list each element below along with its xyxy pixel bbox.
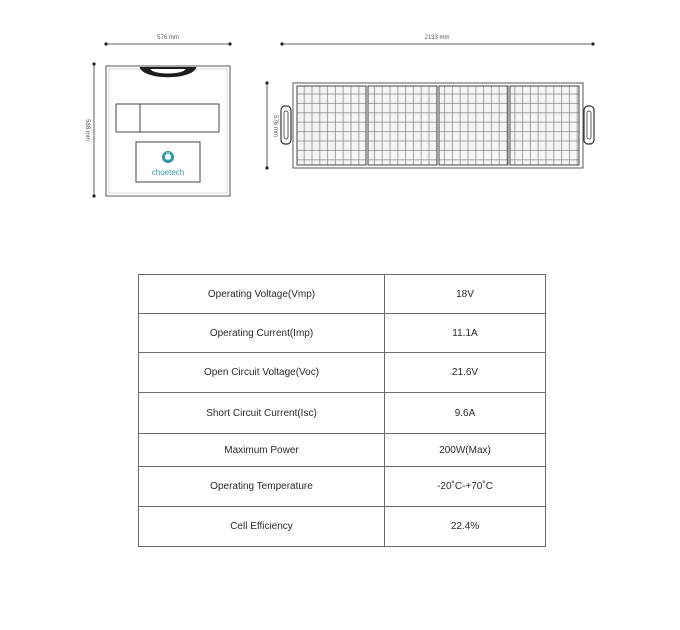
spec-label: Operating Temperature xyxy=(138,466,385,507)
folded-height-label: 588 mm xyxy=(84,119,90,141)
spec-label: Operating Voltage(Vmp) xyxy=(138,274,385,314)
spec-value: 200W(Max) xyxy=(384,433,546,467)
folded-view: 576 mm 588 mm xyxy=(84,35,232,198)
spec-value: -20˚C-+70˚C xyxy=(384,466,546,507)
solar-panel-4 xyxy=(509,85,580,166)
table-row: Operating Voltage(Vmp) 18V xyxy=(138,274,546,314)
folded-height-dimension: 588 mm xyxy=(84,62,96,198)
left-panel-handle xyxy=(280,105,292,145)
table-row: Maximum Power 200W(Max) xyxy=(138,433,546,467)
spec-value: 22.4% xyxy=(384,506,546,547)
spec-value: 11.1A xyxy=(384,313,546,353)
table-row: Open Circuit Voltage(Voc) 21.6V xyxy=(138,352,546,393)
folded-width-dimension: 576 mm xyxy=(104,35,232,46)
spec-label: Short Circuit Current(Isc) xyxy=(138,392,385,434)
specifications-table: Operating Voltage(Vmp) 18V Operating Cur… xyxy=(138,274,546,547)
unfolded-length-dimension: 2133 mm xyxy=(280,35,595,46)
carry-handle xyxy=(139,66,197,78)
folded-width-label: 576 mm xyxy=(157,35,179,41)
spec-value: 21.6V xyxy=(384,352,546,393)
unfolded-height-dimension: 576 mm xyxy=(265,81,278,170)
spec-label: Open Circuit Voltage(Voc) xyxy=(138,352,385,393)
brand-label: choetech xyxy=(135,141,201,183)
table-row: Short Circuit Current(Isc) 9.6A xyxy=(138,392,546,434)
front-pocket xyxy=(115,103,220,133)
unfolded-view: 2133 mm 576 mm xyxy=(265,35,595,170)
solar-panel-3 xyxy=(438,85,509,166)
solar-panel-2 xyxy=(367,85,438,166)
spec-value: 9.6A xyxy=(384,392,546,434)
table-row: Cell Efficiency 22.4% xyxy=(138,506,546,547)
spec-value: 18V xyxy=(384,274,546,314)
table-row: Operating Current(Imp) 11.1A xyxy=(138,313,546,353)
right-panel-handle xyxy=(583,105,595,145)
solar-panel-1 xyxy=(296,85,367,166)
spec-label: Maximum Power xyxy=(138,433,385,467)
brand-logo-icon xyxy=(162,151,174,163)
unfolded-length-label: 2133 mm xyxy=(424,35,449,41)
spec-label: Operating Current(Imp) xyxy=(138,313,385,353)
product-dimension-diagram: 576 mm 588 mm xyxy=(84,35,595,198)
brand-name: choetech xyxy=(152,168,184,177)
unfolded-height-label: 576 mm xyxy=(272,115,278,137)
table-row: Operating Temperature -20˚C-+70˚C xyxy=(138,466,546,507)
spec-label: Cell Efficiency xyxy=(138,506,385,547)
